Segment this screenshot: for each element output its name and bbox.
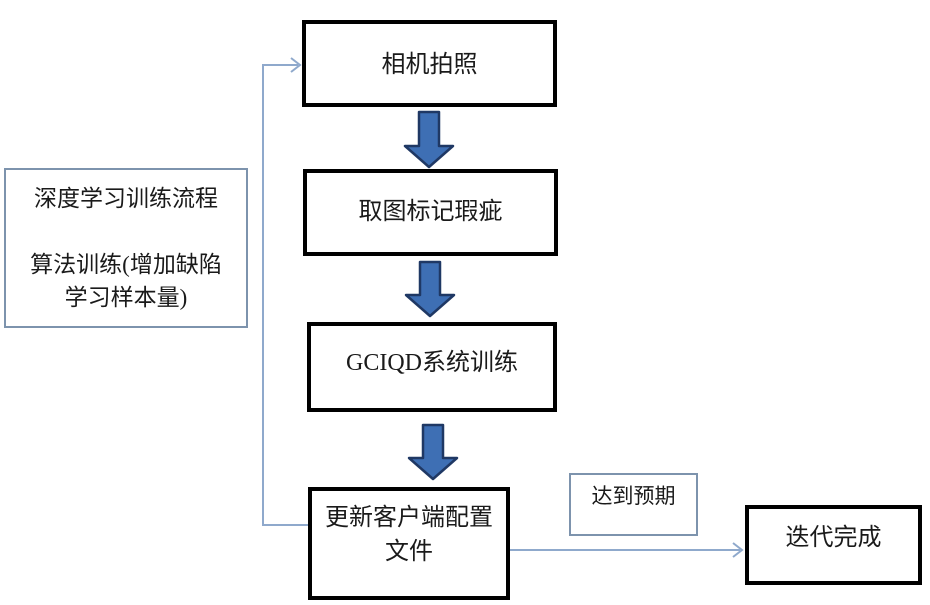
step-mark-defects-label: 取图标记瑕疵: [358, 199, 503, 225]
step-iteration-done: 迭代完成: [745, 505, 922, 585]
step-gciqd-training: GCIQD系统训练: [307, 322, 557, 412]
step-camera-capture-label: 相机拍照: [381, 52, 478, 78]
step-update-client-config-line1: 更新客户端配置: [325, 505, 493, 531]
step-mark-defects: 取图标记瑕疵: [303, 169, 558, 256]
step-gciqd-training-label: GCIQD系统训练: [346, 350, 518, 376]
result-arrowhead-icon: [732, 542, 744, 558]
sidebar-note-line3: 学习样本量): [64, 285, 188, 310]
step-camera-capture: 相机拍照: [302, 20, 557, 107]
sidebar-note: 深度学习训练流程 算法训练(增加缺陷 学习样本量): [4, 168, 248, 328]
down-block-arrow-icon-3: [407, 423, 459, 481]
feedback-line: [262, 64, 309, 526]
step-update-client-config-line2: 文件: [385, 539, 433, 565]
sidebar-note-line1: 深度学习训练流程: [34, 186, 218, 211]
edge-label-expected-text: 达到预期: [591, 484, 676, 508]
step-update-client-config: 更新客户端配置 文件: [308, 487, 510, 600]
sidebar-note-line2: 算法训练(增加缺陷: [30, 252, 222, 277]
edge-label-expected: 达到预期: [569, 473, 698, 536]
down-block-arrow-icon-1: [403, 110, 455, 169]
down-block-arrow-icon-2: [404, 260, 456, 318]
feedback-arrowhead-icon: [290, 57, 302, 73]
step-iteration-done-label: 迭代完成: [785, 525, 882, 551]
